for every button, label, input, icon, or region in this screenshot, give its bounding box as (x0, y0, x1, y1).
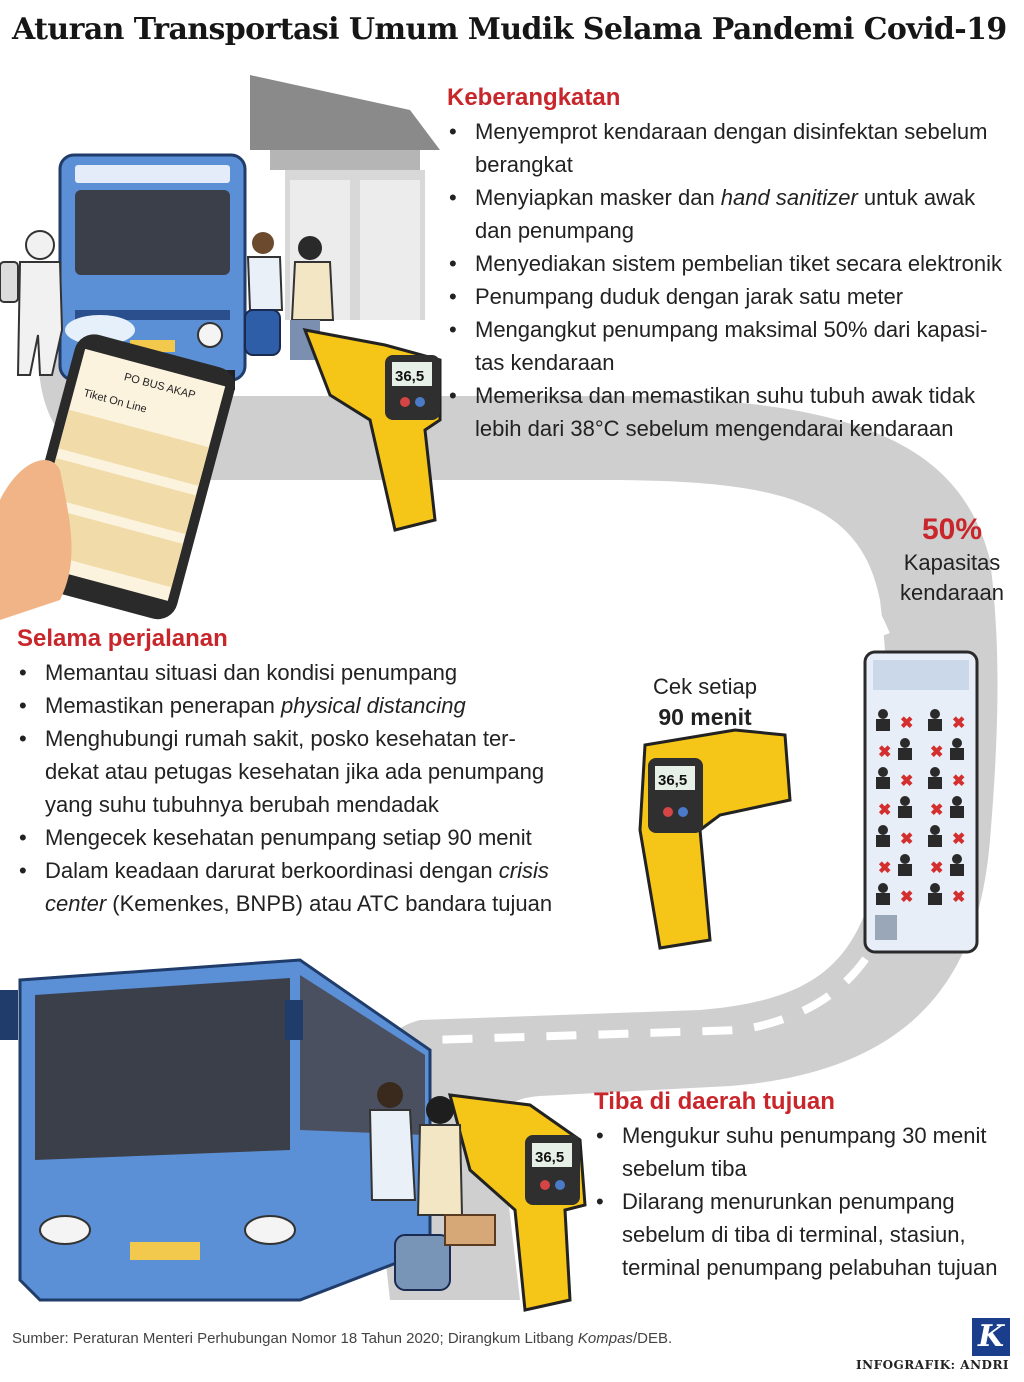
page-title: Aturan Transportasi Umum Mudik Selama Pa… (12, 12, 1007, 47)
section-journey: Selama perjalanan Memantau situasi dan k… (17, 625, 552, 920)
empty-seat-x-icon: ✖ (930, 744, 943, 761)
empty-seat-x-icon: ✖ (878, 802, 891, 819)
empty-seat-x-icon: ✖ (952, 831, 965, 848)
section-departure: Keberangkatan Menyemprot kendaraan denga… (447, 84, 1002, 445)
passenger-seat (950, 748, 964, 760)
passengers-bottom (368, 1082, 496, 1291)
list-item: Menyiapkan masker dan hand sanitizer unt… (447, 181, 1002, 247)
capacity-line1: Kapasitas (903, 550, 1001, 575)
empty-seat-x-icon: ✖ (878, 860, 891, 877)
empty-seat-x-icon: ✖ (952, 773, 965, 790)
arrival-list: Mengukur suhu penumpang 30 menitsebelum … (594, 1119, 998, 1284)
thermometer-1: 36,5 (302, 328, 442, 532)
thermometer-reading: 36,5 (658, 772, 687, 789)
passenger-seat (900, 738, 910, 748)
passenger-seat (878, 767, 888, 777)
passenger-seat (876, 893, 890, 905)
passenger-seat (952, 738, 962, 748)
bus-seat-plan: ✖ ✖ ✖ ✖ ✖ ✖ ✖ ✖ ✖ ✖ ✖ ✖ ✖ ✖ (863, 650, 979, 954)
passenger-seat (928, 893, 942, 905)
passenger-seat (928, 835, 942, 847)
empty-seat-x-icon: ✖ (900, 831, 913, 848)
list-item: Menyemprot kendaraan dengan disinfektan … (447, 115, 1002, 181)
thermometer-reading: 36,5 (395, 368, 424, 385)
section-heading-journey: Selama perjalanan (17, 625, 228, 652)
kompas-logo: K (972, 1318, 1010, 1356)
departure-list: Menyemprot kendaraan dengan disinfektan … (447, 115, 1002, 445)
empty-seat-x-icon: ✖ (930, 802, 943, 819)
road (38, 330, 998, 1300)
empty-seat-x-icon: ✖ (930, 860, 943, 877)
passengers-top (244, 232, 335, 360)
list-item: Mengecek kesehatan penumpang setiap 90 m… (17, 821, 552, 854)
passenger-seat (876, 719, 890, 731)
journey-list: Memantau situasi dan kondisi penumpang M… (17, 656, 552, 920)
passenger-seat (900, 796, 910, 806)
passenger-seat (950, 806, 964, 818)
list-item: Mengangkut penumpang maksimal 50% dari k… (447, 313, 1002, 379)
empty-seat-x-icon: ✖ (952, 715, 965, 732)
empty-seat-x-icon: ✖ (900, 715, 913, 732)
bus-bottom (0, 958, 432, 1302)
check-line2: 90 menit (658, 704, 752, 730)
passenger-seat (930, 825, 940, 835)
check-line1: Cek setiap (653, 674, 757, 699)
thermometer-3: 36,5 (447, 1093, 587, 1312)
passenger-seat (928, 719, 942, 731)
list-item: Menghubungi rumah sakit, posko kesehatan… (17, 722, 552, 821)
passenger-seat (930, 767, 940, 777)
passenger-seat (952, 796, 962, 806)
passenger-seat (900, 854, 910, 864)
thermometer-reading: 36,5 (535, 1149, 564, 1166)
list-item: Mengukur suhu penumpang 30 menitsebelum … (594, 1119, 998, 1185)
disinfectant-worker (0, 230, 135, 376)
list-item: Penumpang duduk dengan jarak satu meter (447, 280, 1002, 313)
thermometer-2: 36,5 (638, 728, 792, 950)
passenger-seat (898, 864, 912, 876)
passenger-seat (930, 883, 940, 893)
passenger-seat (952, 854, 962, 864)
passenger-seat (898, 806, 912, 818)
passenger-seat (876, 777, 890, 789)
source-note: Sumber: Peraturan Menteri Perhubungan No… (12, 1330, 673, 1347)
empty-seat-x-icon: ✖ (900, 773, 913, 790)
list-item: Memantau situasi dan kondisi penumpang (17, 656, 552, 689)
section-heading-arrival: Tiba di daerah tujuan (594, 1088, 835, 1115)
passenger-seat (928, 777, 942, 789)
section-arrival: Tiba di daerah tujuan Mengukur suhu penu… (594, 1088, 998, 1284)
capacity-line2: kendaraan (900, 580, 1004, 605)
empty-seat-x-icon: ✖ (952, 889, 965, 906)
capacity-label: 50% Kapasitas kendaraan (890, 512, 1014, 608)
passenger-seat (878, 709, 888, 719)
passenger-seat (898, 748, 912, 760)
infographic-credit: INFOGRAFIK: ANDRI (856, 1358, 1010, 1372)
passenger-seat (878, 883, 888, 893)
passenger-seat (876, 835, 890, 847)
empty-seat-x-icon: ✖ (878, 744, 891, 761)
list-item: Memeriksa dan memastikan suhu tubuh awak… (447, 379, 1002, 445)
list-item: Memastikan penerapan physical distancing (17, 689, 552, 722)
hand (0, 460, 72, 620)
list-item: Menyediakan sistem pembelian tiket secar… (447, 247, 1002, 280)
capacity-percent: 50% (921, 513, 983, 546)
passenger-seat (930, 709, 940, 719)
passenger-seat (878, 825, 888, 835)
passenger-seat (950, 864, 964, 876)
section-heading-departure: Keberangkatan (447, 84, 621, 111)
list-item: Dalam keadaan darurat berkoordinasi deng… (17, 854, 552, 920)
empty-seat-x-icon: ✖ (900, 889, 913, 906)
check-label: Cek setiap 90 menit (630, 672, 780, 732)
